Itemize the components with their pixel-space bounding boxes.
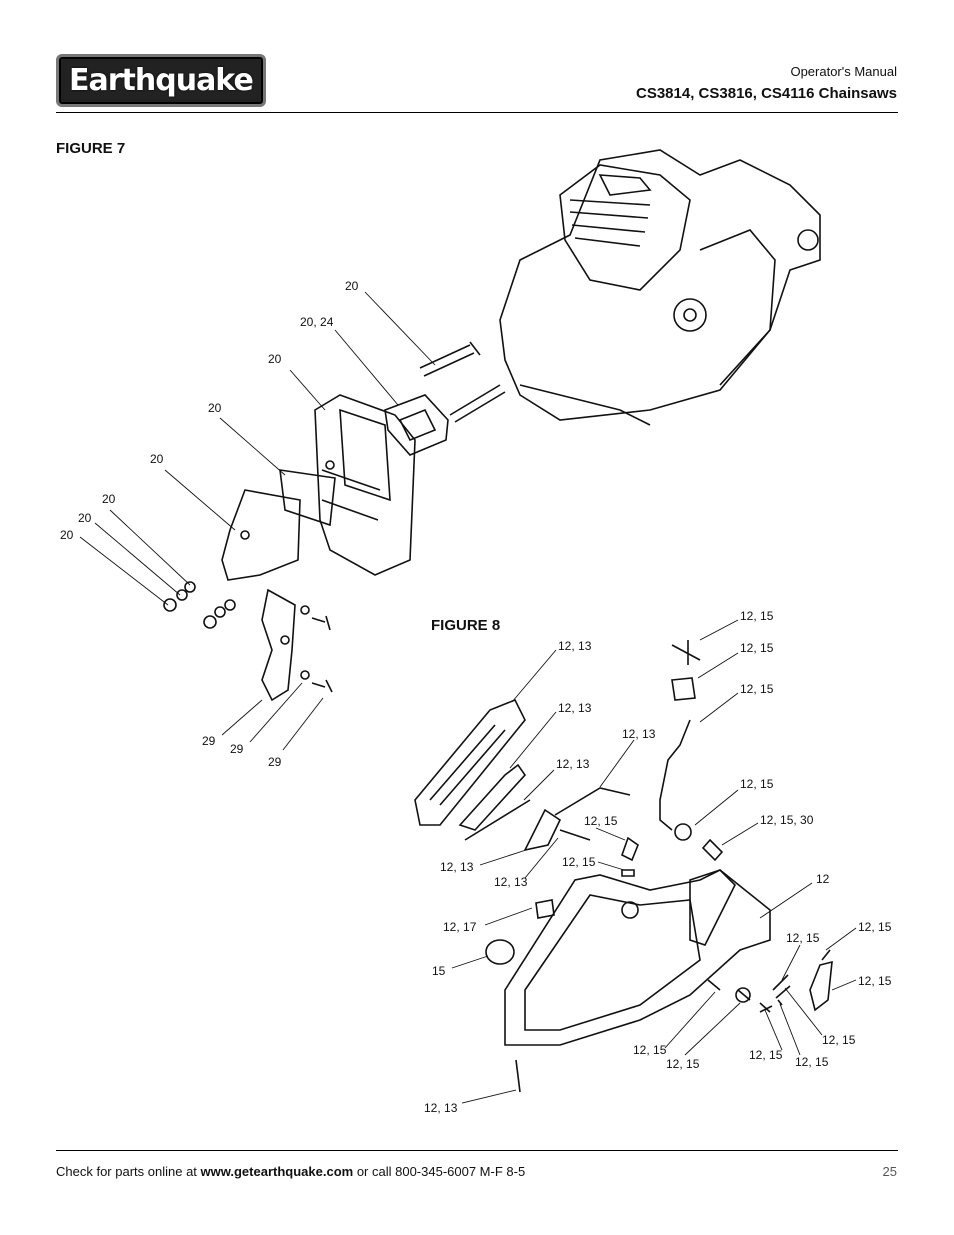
figure-7-label-group: 20 20, 24 20 20 20 20 20 20 29 29 29	[60, 279, 359, 769]
fig8-label: 12, 15	[666, 1057, 700, 1071]
figure-8-drawing	[414, 640, 833, 1093]
fig7-label: 29	[202, 734, 216, 748]
fig7-label: 20	[345, 279, 359, 293]
fig8-label: 12, 15	[740, 777, 774, 791]
fig7-label: 20	[150, 452, 164, 466]
footer-prefix: Check for parts online at	[56, 1164, 201, 1179]
fig8-label: 12, 13	[494, 875, 528, 889]
fig8-label: 12, 15	[822, 1033, 856, 1047]
footer-url-link[interactable]: www.getearthquake.com	[200, 1164, 354, 1179]
fig7-label: 20	[60, 528, 74, 542]
figure-8-leaders	[451, 619, 857, 1104]
fig7-label: 20, 24	[300, 315, 334, 329]
header-rule	[56, 112, 898, 113]
fig7-label: 20	[268, 352, 282, 366]
figure-8-label-group: 12, 15 12, 15 12, 13 12, 15 12, 13 12, 1…	[424, 609, 892, 1115]
footer-text: Check for parts online at www.getearthqu…	[56, 1164, 525, 1179]
footer-rule	[56, 1150, 898, 1151]
fig8-label: 12, 15, 30	[760, 813, 814, 827]
figure-8-title: FIGURE 8	[431, 617, 501, 634]
header-subtitle: Operator's Manual	[790, 64, 897, 79]
fig8-label: 12, 15	[749, 1048, 783, 1062]
fig7-label: 20	[102, 492, 116, 506]
fig8-label: 12, 15	[795, 1055, 829, 1069]
figure-7-drawing	[163, 149, 821, 702]
page-number: 25	[882, 1164, 897, 1179]
fig8-label: 12, 15	[740, 609, 774, 623]
fig8-label: 12, 13	[440, 860, 474, 874]
header-title: CS3814, CS3816, CS4116 Chainsaws	[636, 85, 897, 102]
fig8-label: 12, 15	[786, 931, 820, 945]
figure-7-leaders	[79, 291, 436, 751]
fig8-label: 12, 15	[584, 814, 618, 828]
fig7-label: 29	[268, 755, 282, 769]
fig8-label: 12, 15	[562, 855, 596, 869]
footer-suffix: or call 800-345-6007 M-F 8-5	[353, 1164, 526, 1179]
fig8-label: 12, 13	[556, 757, 590, 771]
fig8-label: 12, 15	[858, 920, 892, 934]
earthquake-logo: Earthquake	[56, 54, 266, 107]
fig7-label: 29	[230, 742, 244, 756]
fig8-label: 12, 15	[858, 974, 892, 988]
fig8-label: 12, 15	[633, 1043, 667, 1057]
fig8-label: 12, 15	[740, 641, 774, 655]
fig8-label: 12, 15	[740, 682, 774, 696]
fig8-label: 12, 13	[424, 1101, 458, 1115]
fig7-label: 20	[208, 401, 222, 415]
fig8-label: 12, 17	[443, 920, 477, 934]
fig8-label: 12, 13	[558, 701, 592, 715]
fig8-label: 12, 13	[622, 727, 656, 741]
fig8-label: 15	[432, 964, 446, 978]
figure-7-title: FIGURE 7	[56, 140, 126, 157]
fig8-label: 12, 13	[558, 639, 592, 653]
fig8-label: 12	[816, 872, 830, 886]
fig7-label: 20	[78, 511, 92, 525]
